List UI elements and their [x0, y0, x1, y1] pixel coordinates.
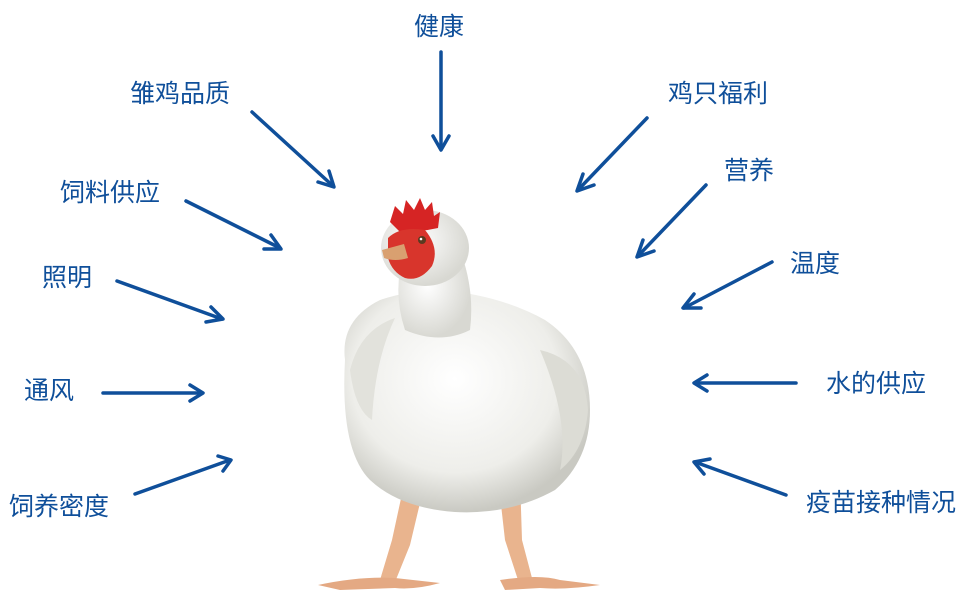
label-vaccination: 疫苗接种情况 — [806, 488, 957, 517]
label-water-supply: 水的供应 — [826, 369, 927, 398]
label-lighting: 照明 — [42, 263, 93, 292]
label-chick-quality: 雏鸡品质 — [130, 79, 231, 108]
arrow-stocking-density — [133, 454, 233, 496]
arrow-bird-welfare — [575, 116, 649, 193]
chicken-legs — [318, 478, 600, 590]
arrow-temperature — [681, 260, 774, 310]
label-stocking-density: 饲养密度 — [9, 492, 110, 521]
label-health: 健康 — [414, 12, 465, 41]
label-nutrition: 营养 — [724, 156, 775, 185]
arrow-feed-supply — [184, 199, 283, 251]
arrow-chick-quality — [250, 110, 336, 189]
arrow-nutrition — [635, 183, 708, 259]
arrow-water-supply — [692, 373, 798, 393]
arrow-vaccination — [692, 457, 788, 497]
label-temperature: 温度 — [790, 249, 841, 278]
chicken-head — [381, 198, 472, 338]
label-bird-welfare: 鸡只福利 — [668, 79, 769, 108]
label-feed-supply: 饲料供应 — [60, 178, 161, 207]
arrow-lighting — [115, 279, 225, 324]
arrow-health — [431, 50, 451, 152]
chicken-body — [344, 290, 590, 513]
label-ventilation: 通风 — [24, 376, 75, 405]
arrow-ventilation — [101, 383, 205, 403]
